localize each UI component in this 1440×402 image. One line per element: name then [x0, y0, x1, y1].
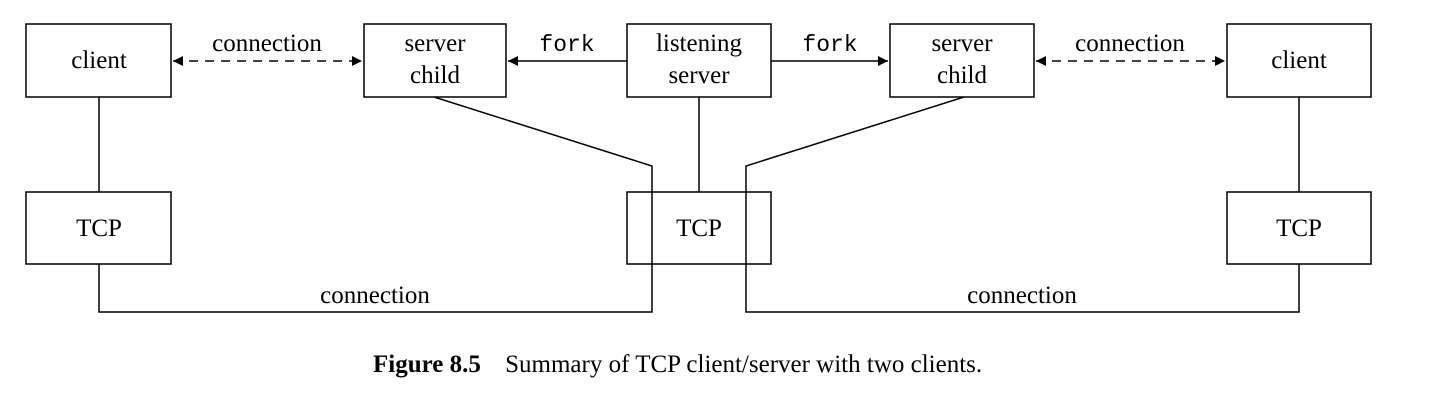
right-fork-label: fork — [802, 32, 857, 58]
left-client-label: client — [71, 47, 127, 74]
bottom-left-connection-label: connection — [320, 282, 430, 309]
listening-server-label-line1: listening — [656, 30, 743, 57]
listening-server-box — [626, 23, 772, 98]
right-tcp-label: TCP — [1276, 215, 1322, 242]
right-tcp-box — [1226, 191, 1372, 265]
left-server-child-label-line2: child — [410, 62, 460, 89]
right-connection-path — [745, 96, 1300, 313]
right-client-label: client — [1271, 47, 1327, 74]
left-connection-label: connection — [212, 30, 322, 57]
left-connection-path — [98, 96, 653, 313]
right-server-child-box — [889, 23, 1035, 98]
figure-caption-text: Summary of TCP client/server with two cl… — [505, 351, 982, 378]
figure-number: Figure 8.5 — [373, 351, 481, 378]
left-server-child-box — [363, 23, 507, 98]
figure-caption: Figure 8.5 Summary of TCP client/server … — [373, 351, 982, 378]
center-tcp-box — [626, 191, 772, 265]
listening-server-label-line2: server — [668, 62, 730, 89]
right-server-child-label-line1: server — [931, 30, 993, 57]
left-tcp-label: TCP — [76, 215, 122, 242]
right-connection-label: connection — [1075, 30, 1185, 57]
left-server-child-label-line1: server — [404, 30, 466, 57]
left-fork-label: fork — [539, 32, 594, 58]
bottom-right-connection-label: connection — [967, 282, 1077, 309]
center-tcp-label: TCP — [676, 215, 722, 242]
right-server-child-label-line2: child — [937, 62, 987, 89]
left-client-box — [25, 23, 172, 98]
